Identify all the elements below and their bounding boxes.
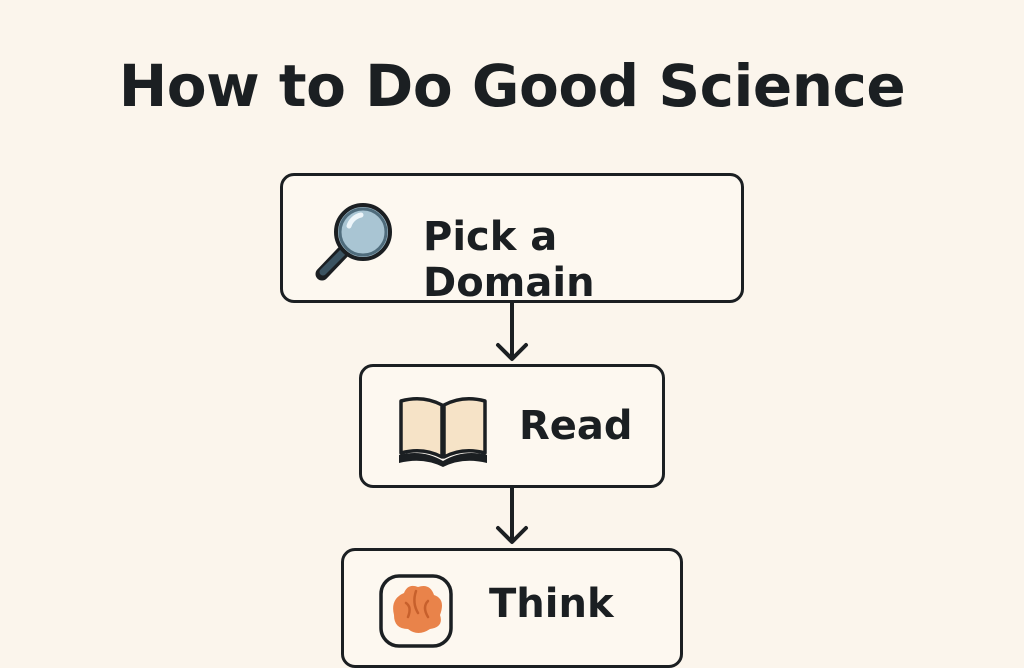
step-think: Think — [341, 548, 683, 668]
step-pick-a-domain: Pick a Domain — [280, 173, 744, 306]
magnifying-glass-icon — [313, 198, 399, 288]
arrow-down — [496, 303, 528, 361]
step-label: Pick a Domain — [423, 214, 595, 306]
open-book-icon — [395, 395, 491, 471]
step-label: Think — [489, 581, 614, 627]
brain-icon — [378, 573, 454, 653]
arrow-down — [496, 488, 528, 544]
step-read: Read — [359, 364, 665, 488]
diagram-title: How to Do Good Science — [118, 52, 906, 120]
step-label: Read — [519, 403, 633, 449]
